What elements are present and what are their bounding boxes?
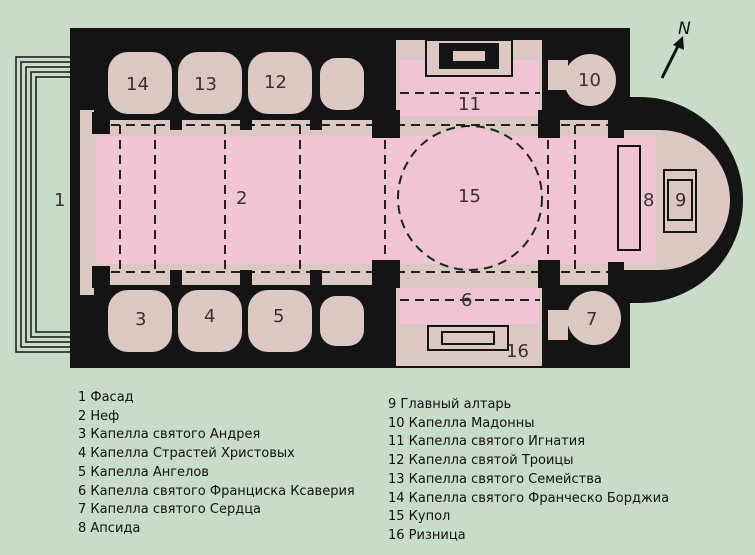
legend-item: 11 Капелла святого Игнатия	[388, 434, 586, 450]
legend-item: 6 Капелла святого Франциска Ксаверия	[78, 483, 355, 499]
altar-ignatius	[425, 39, 513, 77]
altar-sacristy	[427, 325, 509, 351]
legend-item: 1 Фасад	[78, 390, 134, 405]
legend-item: 10 Капелла Мадонны	[388, 415, 535, 431]
legend-item: 9 Главный алтарь	[388, 397, 512, 412]
label-12: 12	[264, 72, 287, 93]
label-16: 16	[506, 341, 529, 362]
label-5: 5	[273, 306, 284, 327]
church-floor-plan: N 1 2 3 4 5 6 7 8 9 10 11 12 13 14 15 16	[15, 19, 743, 368]
label-8: 8	[643, 190, 654, 211]
label-13: 13	[194, 74, 217, 95]
legend-left: 1 Фасад 2 Неф 3 Капелла святого Андрея 4…	[78, 389, 355, 539]
legend-item: 12 Капелла святой Троицы	[388, 453, 574, 469]
label-4: 4	[204, 306, 215, 327]
label-14: 14	[126, 74, 149, 95]
facade-steps	[15, 56, 79, 353]
label-11: 11	[458, 94, 481, 115]
legend-item: 16 Ризница	[388, 527, 466, 543]
legend-item: 7 Капелла святого Сердца	[78, 502, 262, 518]
legend-item: 4 Капелла Страстей Христовых	[78, 446, 295, 462]
vault-lines	[96, 92, 620, 301]
highlighted-spaces	[96, 60, 656, 324]
label-3: 3	[135, 309, 146, 330]
label-7: 7	[586, 309, 597, 330]
north-label: N	[678, 19, 691, 39]
legend-item: 15 Купол	[388, 509, 451, 525]
label-9: 9	[675, 190, 686, 211]
piers	[92, 110, 624, 290]
label-6: 6	[461, 290, 472, 311]
legend-item: 5 Капелла Ангелов	[78, 464, 209, 480]
label-2: 2	[236, 188, 247, 209]
main-altar	[617, 145, 697, 251]
legend-item: 14 Капелла святого Франческо Борджиа	[388, 490, 670, 506]
legend-item: 13 Капелла святого Семейства	[388, 471, 602, 487]
label-10: 10	[578, 70, 601, 91]
label-1: 1	[54, 190, 65, 211]
north-arrow: N	[660, 19, 691, 79]
legend-item: 8 Апсида	[78, 520, 141, 536]
legend-right: 9 Главный алтарь 10 Капелла Мадонны 11 К…	[388, 396, 669, 546]
legend-item: 3 Капелла святого Андрея	[78, 427, 261, 443]
label-15: 15	[458, 186, 481, 207]
legend-item: 2 Неф	[78, 408, 120, 424]
room-labels: 1 2 3 4 5 6 7 8 9 10 11 12 13 14 15 16	[54, 70, 686, 362]
